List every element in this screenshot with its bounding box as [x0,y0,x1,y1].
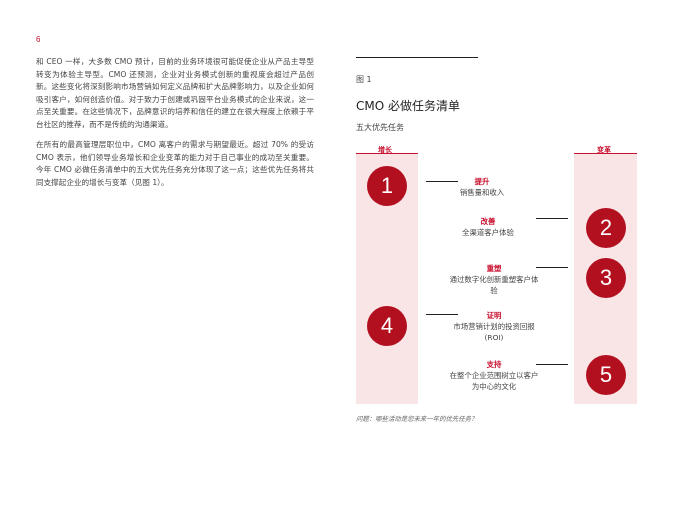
figure-rule [356,57,478,58]
connector-1 [426,181,458,182]
column-header-growth: 增长 [378,146,392,154]
priority-desc: 销售量和收入 [459,188,505,197]
priority-desc: 全渠道客户体验 [462,228,514,237]
priority-task-2: 改善 全渠道客户体验 [440,216,536,238]
priority-circle-3: 3 [586,258,626,298]
priority-desc: 通过数字化创新重塑客户体验 [449,275,539,295]
priority-circle-1: 1 [367,166,407,206]
connector-4 [426,314,458,315]
priority-title: 改善 [480,217,496,226]
priority-title: 证明 [486,311,502,320]
priority-circle-2: 2 [586,208,626,248]
figure-footnote: 问题：哪些活动是您未来一年的优先任务？ [356,415,478,423]
page-number: 6 [36,35,41,44]
priority-task-5: 支持 在整个企业范围树立以客户为中心的文化 [446,359,542,392]
priority-desc: 在整个企业范围树立以客户为中心的文化 [449,371,539,391]
body-paragraph: 和 CEO 一样，大多数 CMO 预计，目前的业务环境很可能促使企业从产品主导型… [36,57,314,129]
priority-title: 重塑 [486,264,502,273]
priority-title: 提升 [474,177,490,186]
body-paragraph: 在所有的最高管理层职位中，CMO 离客户的需求与期望最近。超过 70% 的受访 … [36,140,314,187]
priority-task-1: 提升 销售量和收入 [434,176,530,198]
priority-task-3: 重塑 通过数字化创新重塑客户体验 [446,263,542,296]
priority-title: 支持 [486,360,502,369]
body-text: 和 CEO 一样，大多数 CMO 预计，目前的业务环境很可能促使企业从产品主导型… [36,56,314,197]
column-divider-growth [356,153,418,154]
figure-title: CMO 必做任务清单 [356,99,460,113]
connector-5 [536,364,568,365]
column-header-change: 变革 [597,146,611,154]
figure-label: 图 1 [356,75,372,84]
priority-circle-4: 4 [367,306,407,346]
figure-subtitle: 五大优先任务 [356,123,404,132]
connector-3 [536,267,568,268]
connector-2 [536,218,568,219]
priority-desc: 市场营销计划的投资回报 (ROI) [453,322,535,342]
column-divider-change [574,153,637,154]
priority-task-4: 证明 市场营销计划的投资回报 (ROI) [446,310,542,343]
priority-circle-5: 5 [586,355,626,395]
